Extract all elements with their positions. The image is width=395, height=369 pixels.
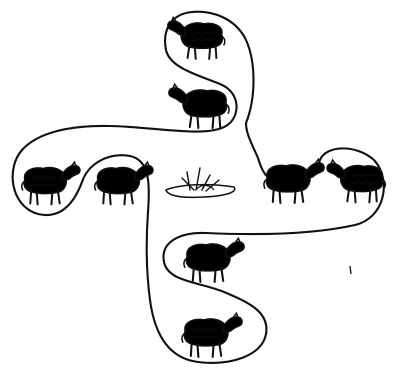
stray-mark: [350, 266, 351, 274]
sheep-black-left-icon: [95, 162, 153, 204]
sheep-white-right-icon: [327, 160, 385, 202]
sheep-black-bottom-icon: [184, 238, 244, 282]
grass-tuft-icon: [166, 168, 235, 197]
sheep-white-top-icon: [168, 18, 225, 59]
sheep-white-bottom-icon: [182, 313, 242, 357]
sheep-black-right-icon: [264, 159, 324, 203]
sheep-black-top-icon: [169, 84, 229, 128]
sheep-white-left-icon: [22, 162, 80, 204]
